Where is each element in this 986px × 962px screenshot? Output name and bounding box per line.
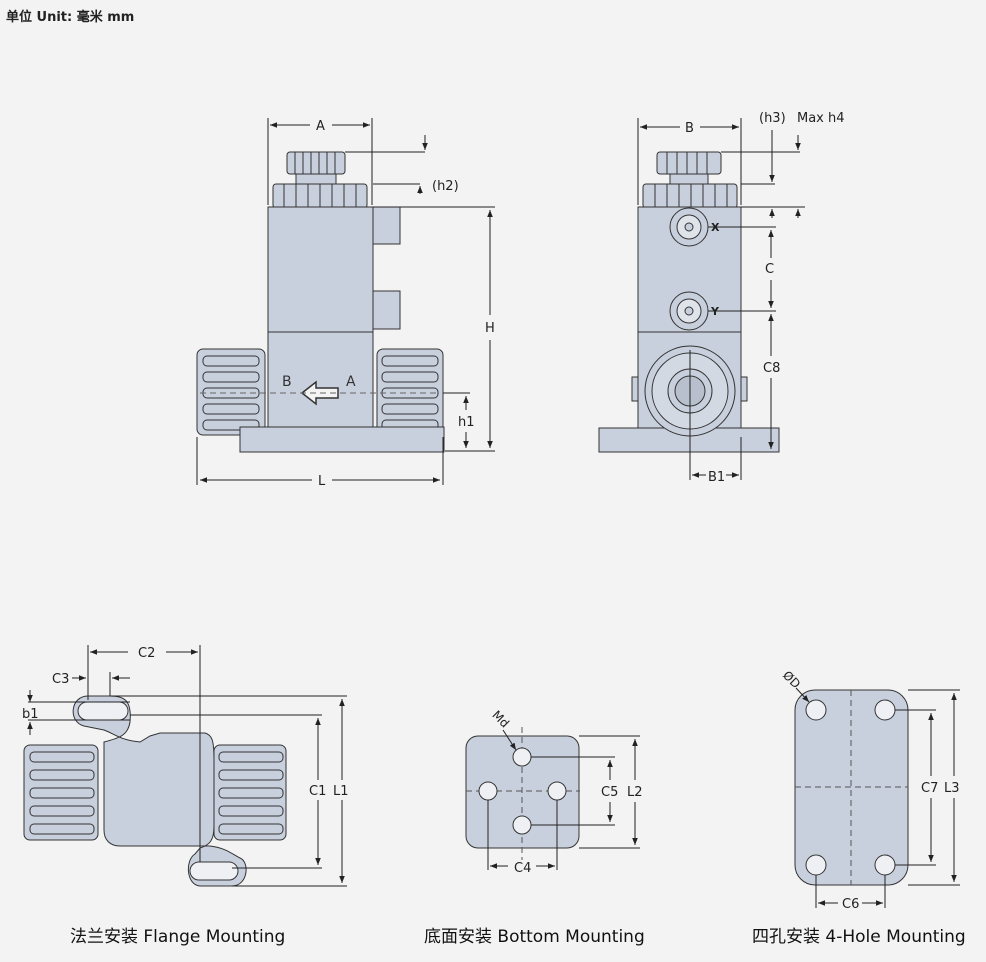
bottom-dimensions <box>487 729 640 870</box>
dim-C6-label: C6 <box>842 897 859 912</box>
dim-h2-label: (h2) <box>432 179 459 194</box>
four-hole-bottom-right <box>874 854 896 876</box>
bottom-view <box>465 727 580 860</box>
flange-union-right <box>213 744 287 841</box>
flange-slot-top <box>77 701 129 721</box>
caption-four-hole-mounting: 四孔安装 4-Hole Mounting <box>752 927 966 947</box>
four-hole-top-right <box>874 699 896 721</box>
dim-C4-label: C4 <box>514 861 531 876</box>
side-view <box>598 151 780 453</box>
caption-flange-mounting: 法兰安装 Flange Mounting <box>70 927 286 947</box>
side-bonnet <box>642 183 738 209</box>
dim-h1-label: h1 <box>458 415 475 430</box>
dim-B-label: B <box>685 121 694 136</box>
flange-dimensions <box>27 645 347 887</box>
dim-C8-label: C8 <box>763 361 780 376</box>
side-dimensions <box>637 118 805 480</box>
front-port-upper <box>372 206 401 245</box>
bottom-hole-left <box>478 781 498 801</box>
dim-Md-label: Md <box>489 708 512 731</box>
four-hole-view <box>794 689 909 886</box>
front-bonnet <box>272 183 368 209</box>
dim-C1-label: C1 <box>309 784 326 799</box>
dim-C5-label: C5 <box>601 785 618 800</box>
front-union-right <box>376 348 444 436</box>
front-knob <box>286 151 346 185</box>
unit-label: 单位 Unit: 毫米 mm <box>6 10 135 25</box>
caption-bottom-mounting: 底面安装 Bottom Mounting <box>424 927 645 947</box>
four-hole-dimensions <box>795 687 960 908</box>
flow-out-label: B <box>282 374 292 390</box>
dim-D-label: ØD <box>780 668 803 691</box>
dim-B1-label: B1 <box>708 470 725 485</box>
dim-L1-label: L1 <box>333 784 349 799</box>
bottom-hole-bottom <box>512 815 532 835</box>
flange-union-left <box>23 744 99 841</box>
dim-C3-label: C3 <box>52 672 69 687</box>
dim-C-label: C <box>765 262 774 277</box>
four-hole-top-left <box>805 699 827 721</box>
bottom-hole-right <box>547 781 567 801</box>
dim-L-label: L <box>318 474 326 489</box>
flow-in-label: A <box>346 374 356 390</box>
dim-L2-label: L2 <box>627 785 643 800</box>
dim-b1-label: b1 <box>22 707 39 722</box>
dim-max-h4-label: Max h4 <box>797 111 845 126</box>
flange-plate <box>72 695 247 887</box>
front-union-left <box>196 348 266 436</box>
dim-h3-label: (h3) <box>759 111 786 126</box>
dim-C7-label: C7 <box>921 781 938 796</box>
dim-C2-label: C2 <box>138 646 155 661</box>
bottom-hole-top <box>512 747 532 767</box>
front-view <box>196 151 445 453</box>
dim-H-label: H <box>485 321 495 336</box>
flange-view <box>23 695 287 887</box>
dim-L3-label: L3 <box>944 781 960 796</box>
front-base <box>239 426 445 453</box>
flange-slot-bottom <box>189 861 239 881</box>
front-port-lower <box>372 290 401 330</box>
dim-A-label: A <box>316 119 325 134</box>
front-dimensions <box>196 118 495 485</box>
four-hole-bottom-left <box>805 854 827 876</box>
